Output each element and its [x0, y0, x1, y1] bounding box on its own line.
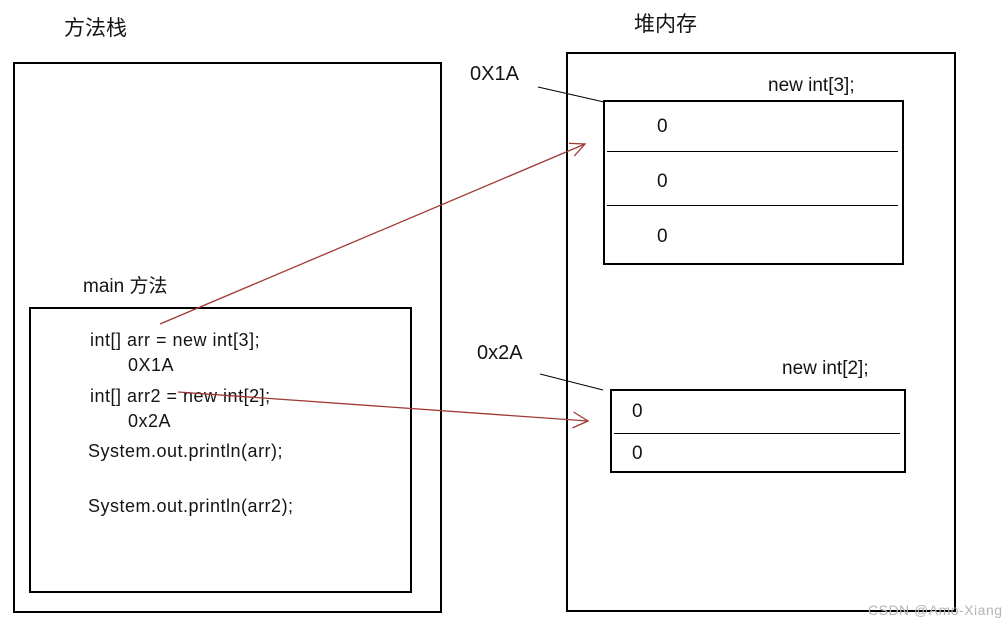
heap-box — [566, 52, 956, 612]
array1-address-label: 0X1A — [470, 63, 519, 85]
stack-box — [13, 62, 442, 613]
array2-creation-label: new int[2]; — [782, 358, 869, 379]
code-line-arr2-address: 0x2A — [128, 411, 172, 431]
code-line-println-arr: System.out.println(arr); — [88, 441, 284, 461]
array2-cell-0: 0 — [632, 401, 643, 422]
code-line-arr-declaration: int[] arr = new int[3]; — [90, 330, 261, 350]
array1-row-divider-1 — [607, 151, 898, 152]
array1-cell-1: 0 — [657, 171, 668, 192]
heap-title: 堆内存 — [634, 13, 697, 36]
stack-title: 方法栈 — [64, 17, 127, 40]
array1-box: 0 0 0 — [603, 100, 904, 265]
array1-cell-2: 0 — [657, 226, 668, 247]
code-line-arr-address: 0X1A — [128, 355, 175, 375]
array2-cell-1: 0 — [632, 443, 643, 464]
array2-row-divider-1 — [614, 433, 900, 434]
array1-row-divider-2 — [607, 205, 898, 206]
code-line-println-arr2: System.out.println(arr2); — [88, 496, 294, 516]
array1-cell-0: 0 — [657, 116, 668, 137]
code-line-arr2-declaration: int[] arr2 = new int[2]; — [90, 386, 271, 406]
array1-creation-label: new int[3]; — [768, 75, 855, 96]
watermark: CSDN @Amo-Xiang — [868, 602, 1003, 618]
array2-box: 0 0 — [610, 389, 906, 473]
main-frame-label: main 方法 — [83, 276, 168, 297]
array2-address-label: 0x2A — [477, 342, 523, 364]
